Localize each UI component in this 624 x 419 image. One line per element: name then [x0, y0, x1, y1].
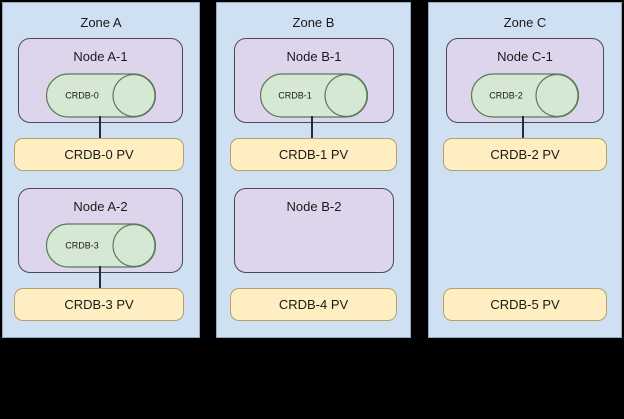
cylinder-crdb-2[interactable]: CRDB-2	[471, 73, 579, 118]
pv-crdb-5[interactable]: CRDB-5 PV	[443, 288, 607, 321]
pv-crdb-3[interactable]: CRDB-3 PV	[14, 288, 184, 321]
cylinder-crdb-1[interactable]: CRDB-1	[260, 73, 368, 118]
node-a-1-title: Node A-1	[73, 49, 128, 64]
connector-node-a-1-to-crdb-0-pv	[99, 116, 101, 138]
cylinder-crdb-1-label: CRDB-1	[278, 90, 312, 100]
node-c-1-title: Node C-1	[497, 49, 553, 64]
connector-node-b-1-to-crdb-1-pv	[311, 116, 313, 138]
pv-crdb-1[interactable]: CRDB-1 PV	[230, 138, 397, 171]
connector-node-c-1-to-crdb-2-pv	[522, 116, 524, 138]
zone-c-title: Zone C	[503, 15, 547, 30]
zone-b-title: Zone B	[292, 15, 335, 30]
node-b-2-title: Node B-2	[286, 199, 342, 214]
cylinder-crdb-3[interactable]: CRDB-3	[46, 223, 156, 268]
cylinder-crdb-3-label: CRDB-3	[65, 240, 99, 250]
pv-crdb-4[interactable]: CRDB-4 PV	[230, 288, 397, 321]
pv-crdb-0[interactable]: CRDB-0 PV	[14, 138, 184, 171]
zone-a-title: Zone A	[80, 15, 122, 30]
node-a-2-title: Node A-2	[73, 199, 128, 214]
cylinder-crdb-0[interactable]: CRDB-0	[46, 73, 156, 118]
cylinder-crdb-2-label: CRDB-2	[489, 90, 523, 100]
cylinder-crdb-2-shape	[471, 73, 579, 118]
node-b-1-title: Node B-1	[286, 49, 342, 64]
cylinder-crdb-3-shape	[46, 223, 156, 268]
connector-node-a-2-to-crdb-3-pv	[99, 266, 101, 288]
cylinder-crdb-1-shape	[260, 73, 368, 118]
cylinder-crdb-0-label: CRDB-0	[65, 90, 99, 100]
node-b-2[interactable]: Node B-2	[234, 188, 394, 273]
cylinder-crdb-0-shape	[46, 73, 156, 118]
pv-crdb-2[interactable]: CRDB-2 PV	[443, 138, 607, 171]
